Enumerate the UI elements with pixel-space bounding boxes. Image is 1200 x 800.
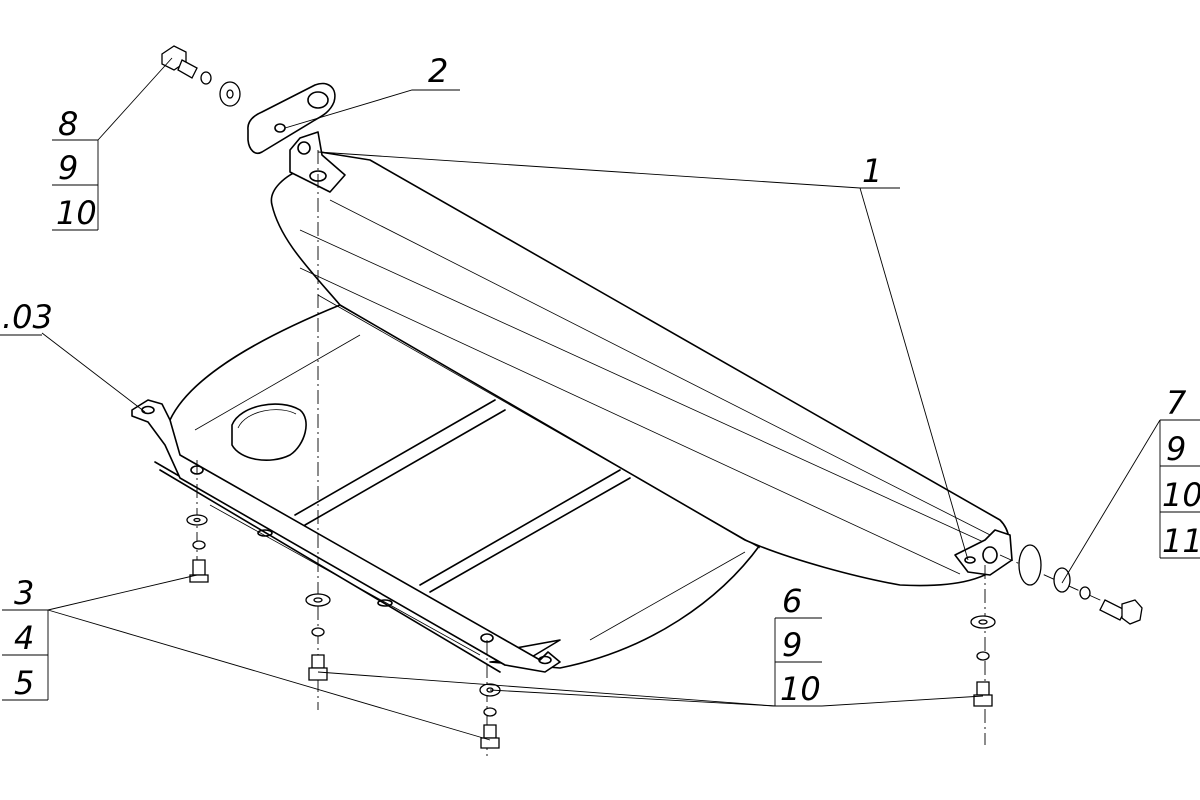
callout-5: 5: [14, 664, 34, 702]
bolt-stack-rear-left: [305, 593, 331, 681]
callout-table-3-4-5: 3 4 5: [2, 574, 49, 702]
leader-7: [1061, 419, 1161, 584]
callout-7: 7: [1166, 384, 1187, 422]
leader-3a: [47, 574, 198, 611]
callout-2: 2: [428, 52, 448, 90]
callout-6: 6: [782, 582, 802, 620]
callout-10-right: 10: [1162, 476, 1200, 514]
leader-6b: [489, 689, 776, 707]
leader-2: [284, 89, 460, 129]
callout-03: .03: [2, 298, 53, 336]
callout-10: 10: [56, 194, 97, 232]
bolt-set-right: [1018, 544, 1143, 625]
bolt-stack-rear-right: [970, 615, 996, 707]
leader-3b: [47, 609, 491, 741]
callout-9: 9: [58, 149, 78, 187]
leader-03: [41, 332, 146, 413]
callout-9-right: 9: [1166, 430, 1186, 468]
callout-table-6-9-10: 6 9 10: [774, 582, 822, 708]
leader-6c: [821, 695, 984, 707]
callout-9-bottom: 9: [782, 626, 802, 664]
callout-8: 8: [58, 105, 78, 143]
callout-table-7-9-10-11: 7 9 10 11: [1159, 384, 1200, 560]
callout-4: 4: [14, 619, 34, 657]
callout-10-bottom: 10: [780, 670, 821, 708]
bolt-stack-front-left: [186, 514, 209, 583]
rear-bracket-part-2: [247, 82, 346, 193]
skid-plate-part-1: [154, 151, 1010, 673]
callout-11: 11: [1162, 522, 1200, 560]
callout-table-8-9-10: 8 9 10: [52, 105, 99, 232]
bolt-set-top-left: [161, 45, 241, 107]
leader-8: [97, 57, 173, 141]
callout-3: 3: [14, 574, 34, 612]
leader-1b: [859, 187, 969, 561]
rear-right-tab: [954, 529, 1013, 576]
callout-1: 1: [862, 152, 882, 190]
leader-6a: [317, 671, 776, 707]
